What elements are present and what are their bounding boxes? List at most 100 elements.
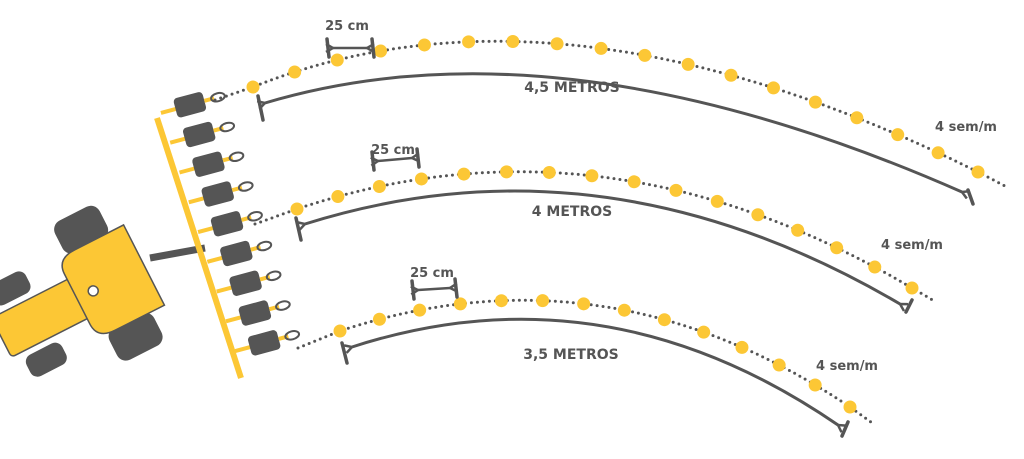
spacing-tick (415, 147, 421, 169)
seed-dot (850, 111, 864, 125)
seed-dot (414, 172, 428, 186)
planter-arm (178, 166, 196, 175)
seed-dot (772, 358, 786, 372)
seed-dot (577, 297, 591, 311)
disc-opener (237, 181, 254, 192)
seed-dot (333, 324, 347, 338)
planter-arm (169, 136, 186, 145)
seed-dot (374, 44, 388, 58)
planter-arm (160, 107, 177, 115)
disc-opener (228, 151, 245, 163)
seed-dot (724, 68, 738, 82)
seed-dot (290, 202, 304, 216)
tractor (0, 205, 206, 377)
seed-dot (617, 303, 631, 317)
seed-dot (457, 167, 471, 181)
front-wheel-right (25, 342, 67, 377)
disc-opener (265, 270, 282, 282)
row-width-label: 4,5 METROS (524, 80, 619, 96)
seed-density-label: 4 sem/m (816, 359, 878, 374)
planter-unit (229, 270, 282, 296)
seed-dot (331, 190, 345, 204)
spacing-label: 25 cm (325, 19, 369, 34)
planter-arm (216, 285, 233, 294)
disc-opener (210, 91, 226, 103)
seed-dot (657, 313, 671, 327)
seed-dot (868, 260, 882, 274)
disc-opener (256, 240, 273, 252)
width-start-tick (256, 94, 265, 122)
spacing-tick (325, 37, 331, 59)
hitch-bar (149, 244, 206, 262)
spacing-tick (410, 279, 416, 301)
seed-tube (278, 334, 289, 341)
seed-dot (971, 165, 985, 179)
seed-hopper (183, 121, 216, 148)
planter-unit (238, 300, 291, 326)
row-width-label: 3,5 METROS (523, 347, 618, 363)
seed-hopper (201, 181, 234, 207)
seed-dot (697, 325, 711, 339)
row-width-arrow (265, 72, 962, 192)
seed-dot (791, 223, 805, 237)
seed-dot (710, 194, 724, 208)
planter-arm (206, 255, 223, 264)
seed-hopper (173, 92, 207, 118)
seed-dot (891, 128, 905, 142)
row-width-arrow (305, 189, 900, 304)
planter-unit (192, 151, 245, 177)
seed-tube (213, 126, 224, 133)
seed-tube (259, 274, 271, 282)
seed-dot (735, 340, 749, 354)
planter-unit (201, 181, 254, 207)
planter-unit (248, 330, 301, 356)
seed-tube (222, 155, 234, 163)
seed-row-3: 25 cm 3,5 METROS 4 sem/m (296, 266, 878, 438)
seed-dot (681, 57, 695, 71)
planter-arm (234, 345, 251, 354)
seed-dot (585, 169, 599, 183)
seed-hopper (238, 300, 272, 326)
seed-tube (268, 304, 280, 312)
seed-dot (808, 378, 822, 392)
seed-hopper (248, 330, 281, 356)
seed-dot (931, 146, 945, 160)
seed-hopper (220, 240, 253, 267)
seed-tube (250, 245, 261, 252)
seed-dot (372, 179, 386, 193)
planter-unit (210, 210, 263, 237)
spacing-arrow (378, 158, 412, 161)
seed-dot (413, 303, 427, 317)
spacing-label: 25 cm (410, 266, 454, 281)
seed-dot (638, 48, 652, 62)
seed-dot (536, 294, 550, 308)
seed-dot (417, 38, 431, 52)
seed-density-label: 4 sem/m (881, 238, 943, 253)
seed-dot (751, 208, 765, 222)
spacing-tick (453, 277, 459, 299)
seed-dot (500, 165, 514, 179)
seed-dot (372, 312, 386, 326)
planter-unit (183, 121, 236, 148)
disc-opener (284, 330, 301, 341)
disc-opener (275, 300, 291, 311)
row-width-label: 4 METROS (532, 204, 612, 220)
seed-row-2: 25 cm 4 METROS 4 sem/m (253, 143, 943, 314)
planter-unit (220, 240, 273, 267)
width-end-tick (840, 420, 850, 438)
seed-dot (830, 241, 844, 255)
planter-arm (197, 226, 214, 234)
spacing-label: 25 cm (371, 143, 415, 158)
seed-tube (231, 185, 243, 193)
seed-tube (241, 215, 252, 222)
spacing-tick (370, 37, 376, 59)
width-end-tick (904, 298, 914, 314)
planter-toolbar (154, 117, 244, 379)
disc-opener (219, 121, 236, 133)
seed-dot (462, 35, 476, 49)
seed-dot (808, 95, 822, 109)
planter-arm (188, 196, 205, 205)
